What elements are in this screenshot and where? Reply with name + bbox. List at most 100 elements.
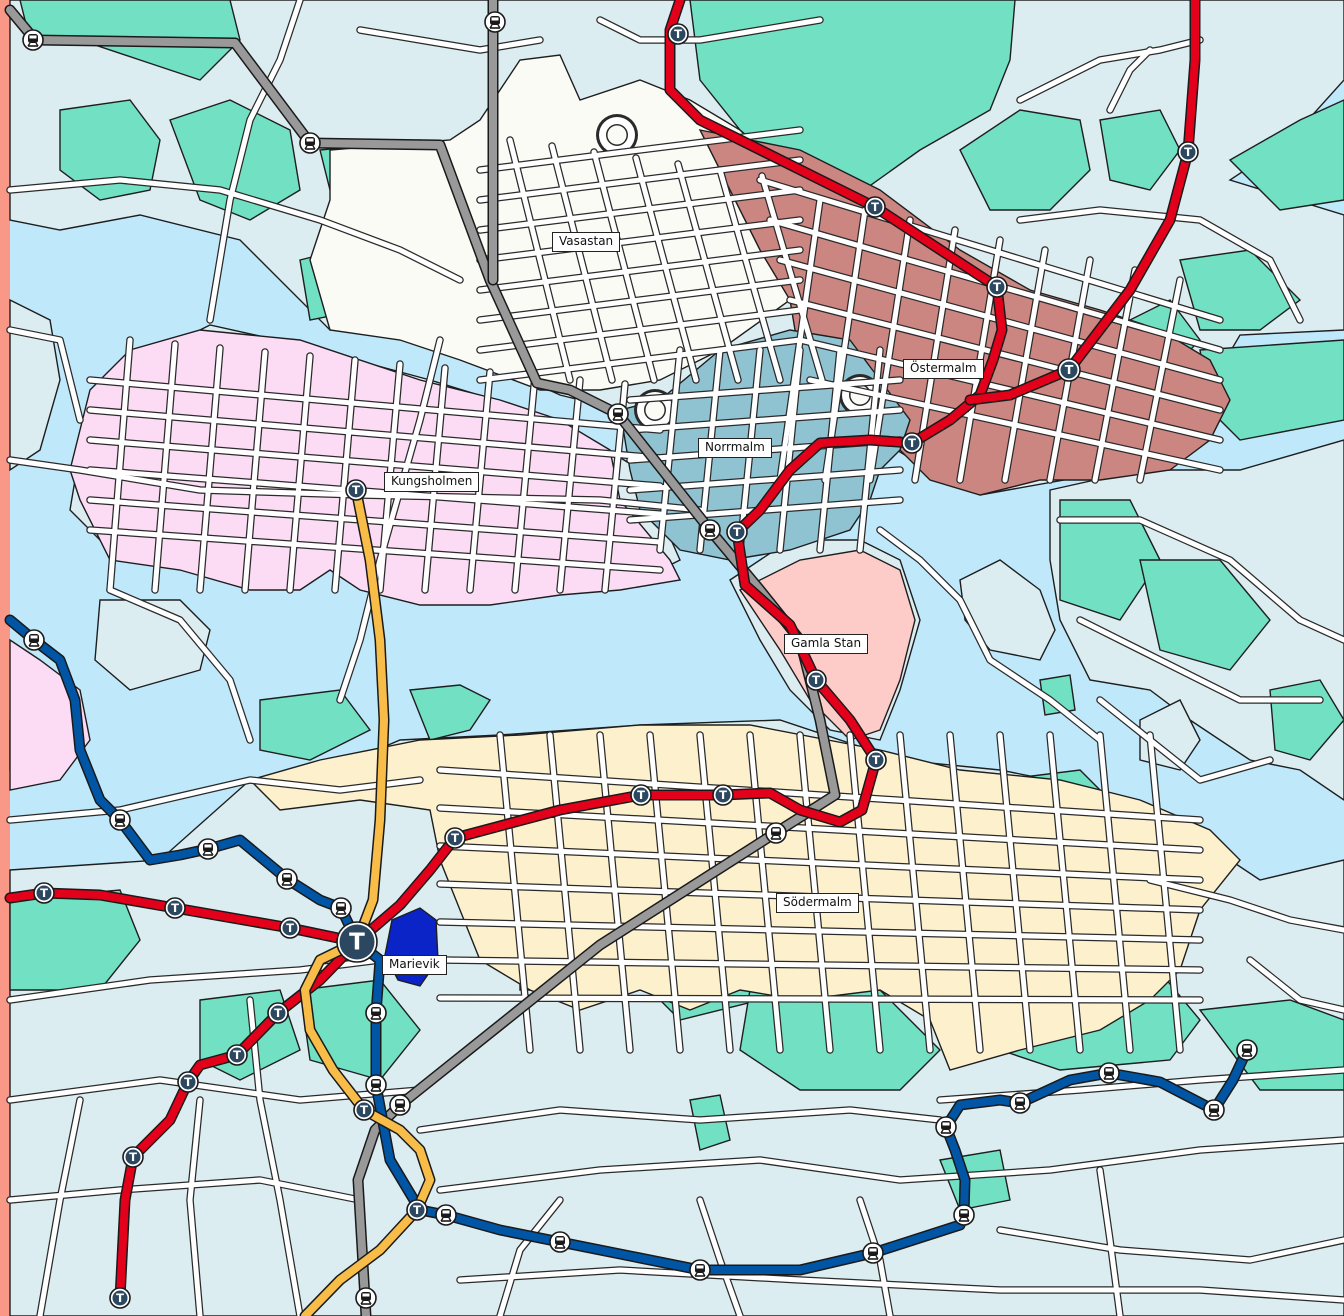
commuter-train-station-icon[interactable] bbox=[1098, 1062, 1120, 1084]
commuter-train-station-icon[interactable] bbox=[197, 838, 219, 860]
road-44 bbox=[87, 437, 663, 489]
road-9 bbox=[507, 137, 573, 383]
metro-station-icon[interactable]: T bbox=[1057, 358, 1081, 382]
road-12 bbox=[633, 155, 699, 383]
commuter-train-station-icon[interactable] bbox=[22, 29, 44, 51]
commuter-train-station-icon[interactable] bbox=[365, 1074, 387, 1096]
district-label-vasastan[interactable]: Vasastan bbox=[552, 232, 621, 252]
road-72 bbox=[747, 732, 783, 1053]
commuter-train-station-icon[interactable] bbox=[365, 1002, 387, 1024]
road-81 bbox=[7, 457, 703, 513]
commuter-train-station-icon[interactable] bbox=[935, 1116, 957, 1138]
commuter-train-station-icon[interactable] bbox=[699, 519, 721, 541]
park-9 bbox=[59, 99, 161, 201]
commuter-train-station-icon[interactable] bbox=[355, 1287, 377, 1309]
road-84 bbox=[337, 337, 443, 703]
commuter-train-station-icon[interactable] bbox=[435, 1204, 457, 1226]
land-skepps bbox=[959, 559, 1056, 661]
park-23 bbox=[1039, 674, 1076, 716]
road-80 bbox=[1147, 732, 1183, 1053]
metro-station-letter: T bbox=[352, 483, 360, 497]
metro-station-icon[interactable]: T bbox=[712, 784, 734, 806]
commuter-train-station-icon[interactable] bbox=[330, 897, 352, 919]
metro-station-letter: T bbox=[637, 788, 645, 802]
commuter-train-station-icon[interactable] bbox=[549, 1231, 571, 1253]
road-82 bbox=[207, 0, 303, 323]
commuter-train-station-icon[interactable] bbox=[765, 822, 787, 844]
road-83 bbox=[7, 177, 463, 283]
metro-station-icon[interactable]: T bbox=[406, 1199, 428, 1221]
commuter-train-station-icon[interactable] bbox=[276, 868, 298, 890]
district-kungs-west[interactable] bbox=[9, 638, 91, 791]
road-90 bbox=[437, 1137, 1344, 1193]
commuter-train-station-icon[interactable] bbox=[1203, 1099, 1225, 1121]
road-91 bbox=[937, 1067, 1344, 1103]
metro-station-icon[interactable]: T bbox=[177, 1071, 199, 1093]
commuter-train-station-icon[interactable] bbox=[23, 629, 45, 651]
road-62 bbox=[437, 843, 1203, 883]
district-label-ostermalm[interactable]: Östermalm bbox=[903, 359, 984, 379]
metro-station-icon[interactable]: T bbox=[226, 1044, 248, 1066]
park-2 bbox=[959, 109, 1091, 211]
district-label-sodermalm[interactable]: Södermalm bbox=[776, 893, 859, 913]
commuter-train-station-icon[interactable] bbox=[1009, 1092, 1031, 1114]
metro-station-icon[interactable]: T bbox=[667, 23, 689, 45]
metro-station-icon[interactable]: T bbox=[164, 897, 186, 919]
road-40 bbox=[817, 347, 843, 553]
land-west bbox=[9, 298, 61, 472]
metro-station-icon[interactable]: T bbox=[267, 1002, 289, 1024]
road-98 bbox=[1077, 617, 1323, 703]
metro-station-icon[interactable]: T bbox=[353, 1099, 375, 1121]
road-11 bbox=[591, 149, 657, 383]
commuter-train-station-icon[interactable] bbox=[1236, 1039, 1258, 1061]
metro-station-icon[interactable]: T bbox=[279, 917, 301, 939]
metro-station-icon[interactable]: T bbox=[986, 276, 1008, 298]
road-67 bbox=[497, 732, 533, 1053]
road-13 bbox=[675, 161, 741, 383]
commuter-train-station-icon[interactable] bbox=[299, 132, 321, 154]
commuter-train-station-icon[interactable] bbox=[953, 1204, 975, 1226]
road-74 bbox=[847, 732, 883, 1053]
road-89 bbox=[417, 1107, 943, 1133]
road-29 bbox=[1092, 267, 1138, 483]
metro-station-icon[interactable]: T bbox=[1177, 141, 1199, 163]
metro-station-icon[interactable]: T bbox=[726, 521, 748, 543]
red-line-east[interactable] bbox=[966, 0, 1199, 404]
road-77 bbox=[997, 732, 1033, 1053]
metro-station-letter: T bbox=[908, 436, 916, 450]
commuter-train-station-icon[interactable] bbox=[484, 11, 506, 33]
commuter-train-station-icon[interactable] bbox=[862, 1242, 884, 1264]
road-51 bbox=[242, 349, 268, 593]
metro-station-icon[interactable]: T bbox=[109, 1287, 131, 1309]
metro-station-icon[interactable]: T bbox=[864, 196, 886, 218]
district-label-kungsholmen[interactable]: Kungsholmen bbox=[384, 472, 480, 492]
metro-station-icon[interactable]: T bbox=[805, 669, 827, 691]
road-1 bbox=[477, 127, 803, 173]
road-78 bbox=[1047, 732, 1083, 1053]
district-label-marievik[interactable]: Marievik bbox=[382, 955, 447, 975]
metro-station-letter: T bbox=[674, 27, 682, 41]
metro-station-icon[interactable]: T bbox=[865, 749, 887, 771]
district-label-norrmalm[interactable]: Norrmalm bbox=[698, 438, 772, 458]
road-112 bbox=[597, 17, 823, 43]
commuter-train-station-icon[interactable] bbox=[389, 1094, 411, 1116]
metro-station-icon[interactable]: T bbox=[345, 479, 367, 501]
road-42 bbox=[87, 377, 663, 433]
commuter-train-station-icon[interactable] bbox=[607, 403, 629, 425]
metro-station-icon[interactable]: T bbox=[901, 432, 923, 454]
metro-station-icon[interactable]: T bbox=[444, 827, 466, 849]
metro-station-letter: T bbox=[812, 673, 820, 687]
district-label-gamla-stan[interactable]: Gamla Stan bbox=[784, 634, 869, 654]
road-4 bbox=[477, 217, 803, 263]
metro-station-icon[interactable]: T bbox=[336, 921, 378, 963]
metro-station-icon[interactable]: T bbox=[33, 882, 55, 904]
metro-station-icon[interactable]: T bbox=[122, 1146, 144, 1168]
commuter-train-station-icon[interactable] bbox=[109, 809, 131, 831]
commuter-train-station-icon[interactable] bbox=[689, 1259, 711, 1281]
metro-station-icon[interactable]: T bbox=[630, 784, 652, 806]
road-39 bbox=[777, 347, 803, 553]
commuter-rail-north[interactable] bbox=[6, 6, 839, 1316]
